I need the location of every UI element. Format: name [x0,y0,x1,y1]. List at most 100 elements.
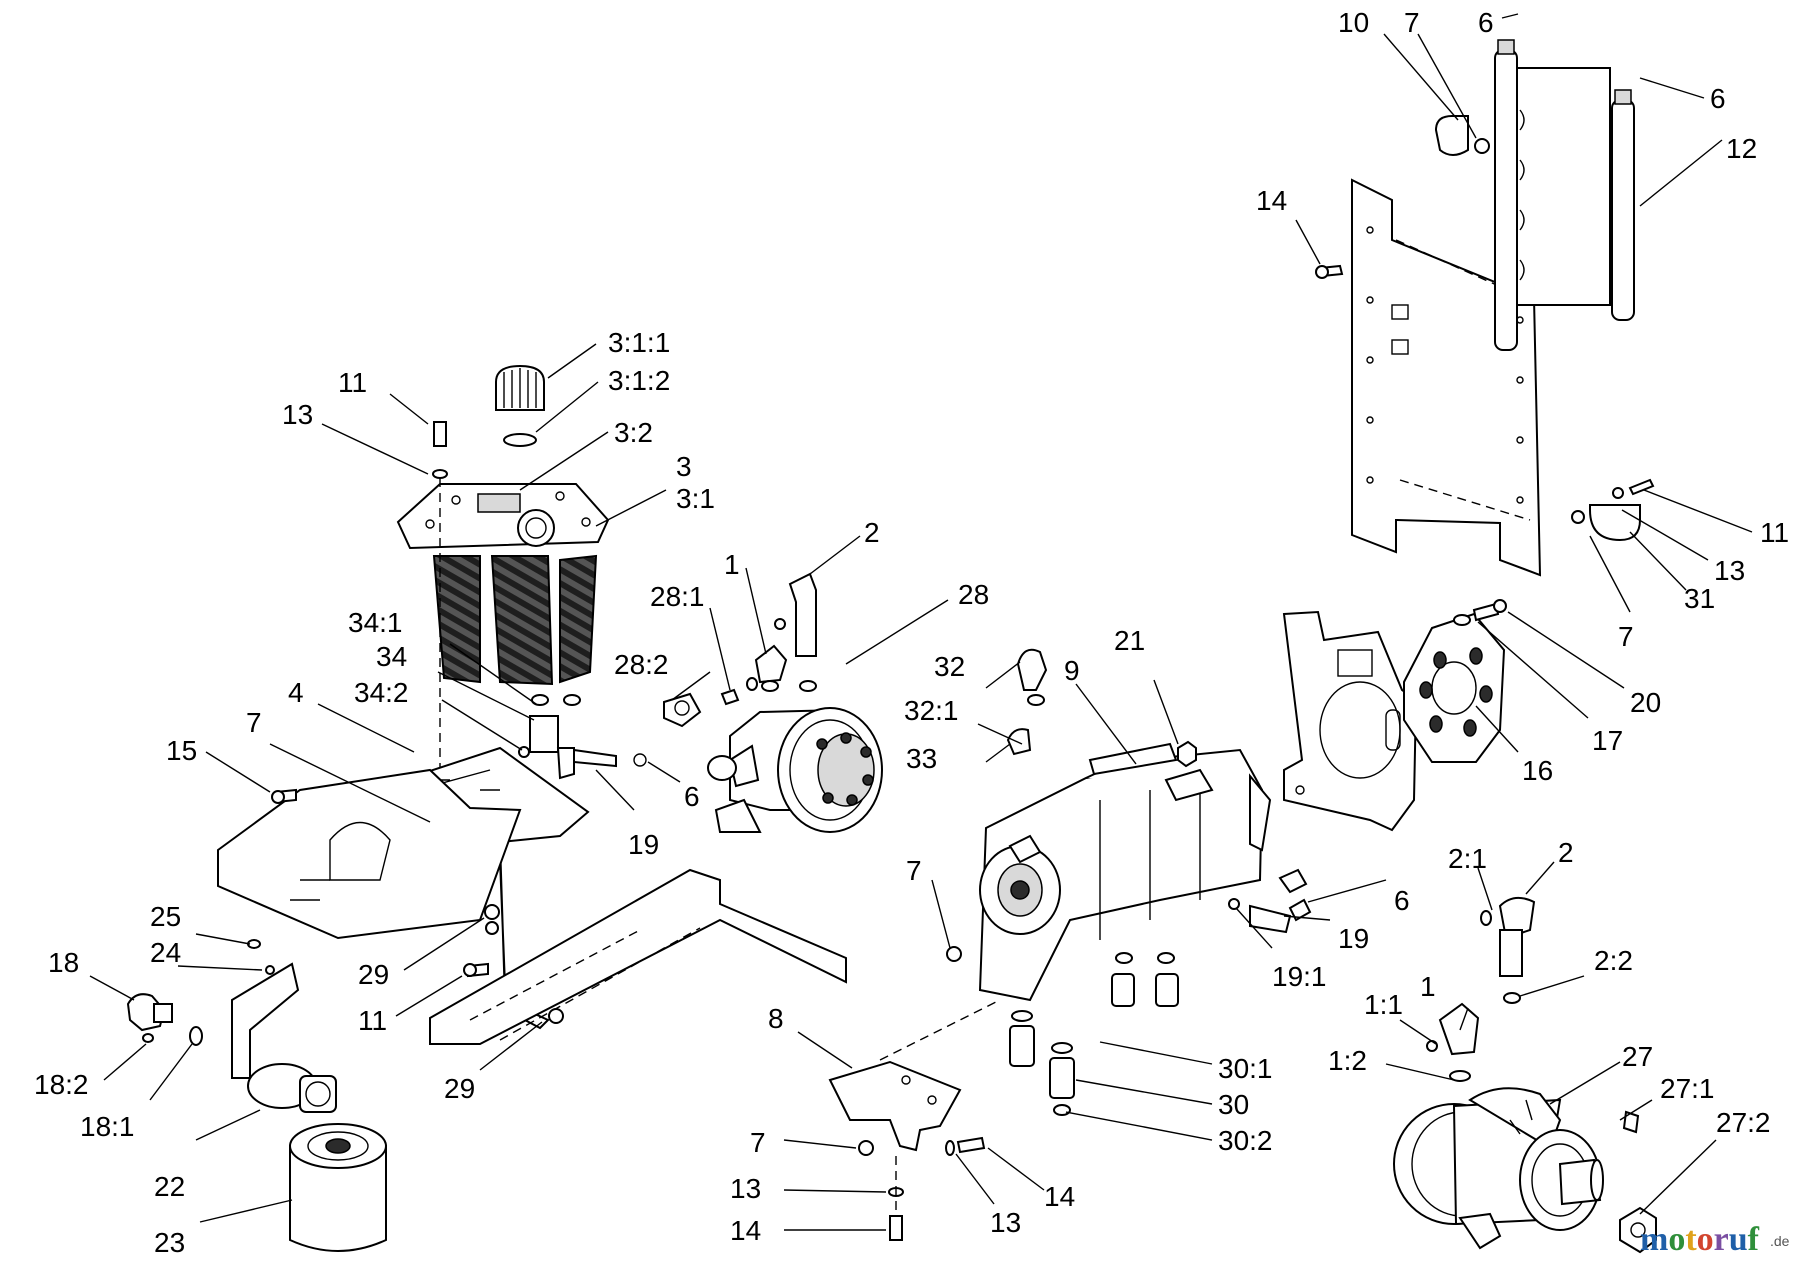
leader-lines [89,13,1753,1231]
label-14-bottom: 14 [730,1215,761,1246]
wheel-motor-rear [1393,1087,1657,1254]
label-4: 4 [288,677,304,708]
label-2-1: 2:1 [1448,843,1487,874]
label-32: 32 [934,651,965,682]
label-19-right: 19 [1338,923,1369,954]
reservoir-tank [396,483,610,686]
label-13-left: 13 [282,399,313,430]
label-12: 12 [1726,133,1757,164]
label-13-bottom: 13 [730,1173,761,1204]
label-2-2: 2:2 [1594,945,1633,976]
label-18-2: 18:2 [34,1069,89,1100]
label-3-2: 3:2 [614,417,653,448]
pump-bottom-fittings [1009,952,1179,1116]
bracket-8 [828,999,1001,1241]
label-30: 30 [1218,1089,1249,1120]
frame-floor [217,768,522,940]
label-1-top: 1 [724,549,740,580]
frame-rail [429,868,847,1045]
tank-fittings [518,694,647,780]
label-23: 23 [154,1227,185,1258]
label-34: 34 [376,641,407,672]
label-6-pump: 6 [1394,885,1410,916]
nut-29-lower [548,1008,564,1024]
label-10: 10 [1338,7,1369,38]
motor-27-fittings [1426,896,1536,1082]
label-34-2: 34:2 [354,677,409,708]
label-14-bottom-right: 14 [1044,1181,1075,1212]
oil-cooler [1494,39,1635,351]
label-27-2: 27:2 [1716,1107,1771,1138]
label-24: 24 [150,937,181,968]
bolt-14-top [1315,264,1344,279]
label-2-top: 2 [864,517,880,548]
watermark-o2: o [1697,1221,1714,1258]
label-3-1-1: 3:1:1 [608,327,670,358]
label-6-mid: 6 [684,781,700,812]
filter-head [231,962,337,1113]
label-20: 20 [1630,687,1661,718]
pump-side-fittings [1228,868,1312,934]
label-7-top: 7 [1404,7,1420,38]
label-31: 31 [1684,583,1715,614]
mounting-plate [1351,178,1542,577]
label-27-1: 27:1 [1660,1073,1715,1104]
label-30-2: 30:2 [1218,1125,1273,1156]
label-7-right: 7 [1618,621,1634,652]
label-1-2: 1:2 [1328,1045,1367,1076]
label-9: 9 [1064,655,1080,686]
label-6-top: 6 [1478,7,1494,38]
label-25: 25 [150,901,181,932]
wheel-motor-front [707,707,883,833]
watermark-t: t [1685,1221,1697,1258]
bolt-11-left [432,421,448,479]
label-11-left: 11 [338,367,367,398]
label-6-right: 6 [1710,83,1726,114]
label-28-1: 28:1 [650,581,705,612]
watermark-logo: motoruf [1640,1221,1760,1258]
label-7-bottom: 7 [750,1127,766,1158]
label-3-1: 3:1 [676,483,715,514]
label-21: 21 [1114,625,1145,656]
pump-adapter-plate [1282,610,1418,832]
label-34-1: 34:1 [348,607,403,638]
filter-fittings [126,939,275,1046]
watermark-r: r [1714,1221,1729,1258]
label-17: 17 [1592,725,1623,756]
label-2-right: 2 [1558,837,1574,868]
bolt-11-mid [463,962,489,978]
watermark-u: u [1729,1221,1748,1258]
label-13-bottom-right: 13 [990,1207,1021,1238]
label-7-left: 7 [246,707,262,738]
watermark-suffix: .de [1770,1233,1790,1249]
label-29-lower: 29 [444,1073,475,1104]
label-8: 8 [768,1003,784,1034]
label-30-1: 30:1 [1218,1053,1273,1084]
watermark-o1: o [1668,1221,1685,1258]
bracket-clamp-right [1571,478,1655,542]
label-7-mid: 7 [906,855,922,886]
watermark-f: f [1748,1221,1760,1258]
drive-coupler [1403,599,1507,763]
label-27: 27 [1622,1041,1653,1072]
nut-7-mid [946,946,962,962]
label-28: 28 [958,579,989,610]
label-22: 22 [154,1171,185,1202]
pump-fittings-top [1006,648,1197,768]
label-15: 15 [166,735,197,766]
oil-filter [289,1123,387,1252]
watermark-m: m [1640,1221,1668,1258]
cooler-clamp [1434,115,1490,156]
label-28-2: 28:2 [614,649,669,680]
label-33: 33 [906,743,937,774]
nut-29-upper [484,904,500,920]
label-14-top: 14 [1256,185,1287,216]
label-29-upper: 29 [358,959,389,990]
label-3-1-2: 3:1:2 [608,365,670,396]
label-19-left: 19 [628,829,659,860]
filler-cap [495,364,545,447]
label-32-1: 32:1 [904,695,959,726]
label-19-1: 19:1 [1272,961,1327,992]
label-3: 3 [676,451,692,482]
label-18: 18 [48,947,79,978]
